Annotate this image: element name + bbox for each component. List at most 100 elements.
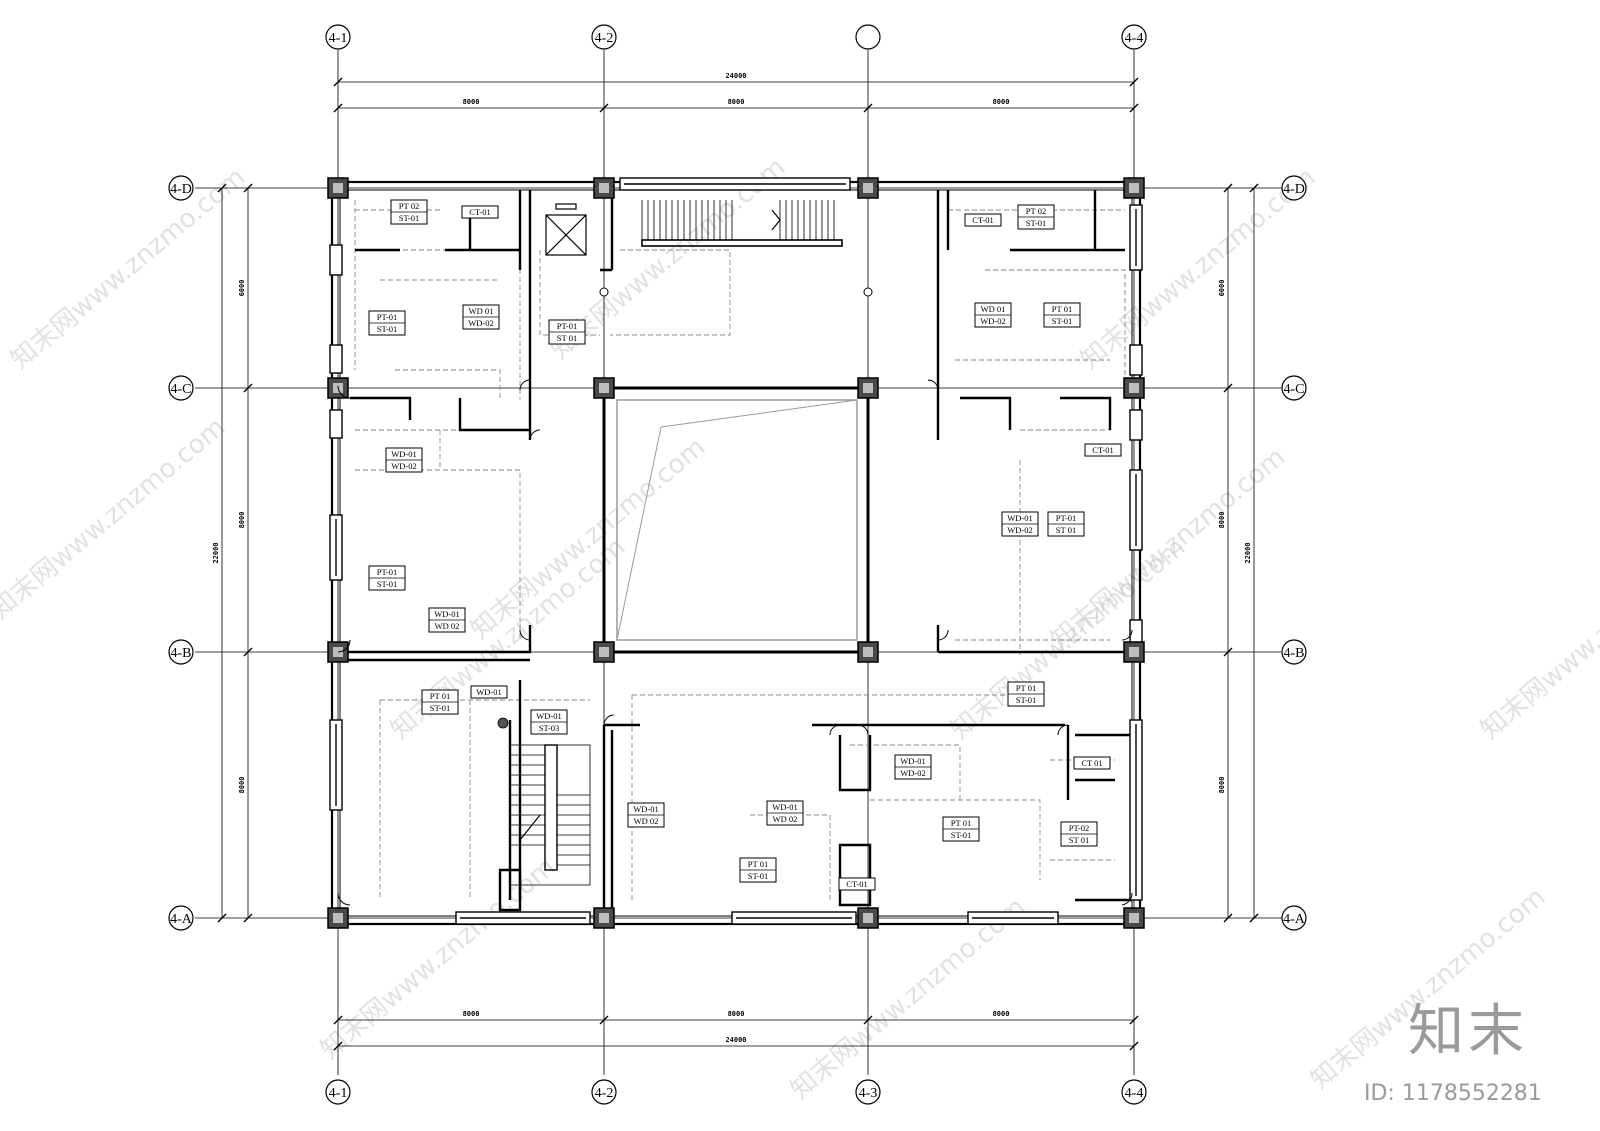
material-tag-code: ST-01 — [951, 830, 971, 840]
watermark-text: 知末网www.znzmo.com — [465, 432, 711, 645]
axis-label-left: 4-B — [171, 646, 192, 661]
small-fixtures — [599, 287, 873, 297]
material-tag-code: ST 01 — [557, 333, 577, 343]
material-tag-code: WD-02 — [468, 318, 494, 328]
dimension-text: 22000 — [212, 542, 220, 563]
material-tag-code: ST-01 — [377, 579, 397, 589]
material-tag-code: ST-01 — [748, 871, 768, 881]
axis-label-top: 4-2 — [595, 31, 614, 46]
door-swings — [337, 379, 1133, 906]
atrium-void — [602, 386, 870, 654]
material-tag-code: WD 02 — [773, 814, 798, 824]
material-tag-code: WD 01 — [981, 304, 1006, 314]
material-tag-code: WD-01 — [476, 687, 502, 697]
material-tag: CT-01 — [1084, 443, 1122, 457]
material-tag-code: PT-01 — [1056, 513, 1076, 523]
dimension-text: 8000 — [993, 98, 1010, 106]
windows — [329, 177, 1143, 925]
material-tag: CT-01 — [838, 877, 876, 891]
staircase-bottom — [497, 717, 591, 886]
dimension-text: 8000 — [463, 1010, 480, 1018]
material-tag-box — [1084, 443, 1122, 457]
material-tag: PT-01 ST 01 — [548, 319, 586, 345]
dimension-text: 24000 — [725, 72, 746, 80]
axis-label-right: 4-A — [1283, 912, 1306, 927]
axis-label-bottom: 4-1 — [329, 1086, 348, 1101]
material-tag: CT-01 — [964, 213, 1002, 227]
material-tag-code: PT-01 — [557, 321, 577, 331]
axis-label-right: 4-D — [1283, 182, 1305, 197]
material-tag-code: WD-02 — [1007, 525, 1033, 535]
material-tag-code: WD-01 — [434, 609, 460, 619]
axis-label-bottom: 4-3 — [859, 1086, 878, 1101]
material-tag: WD-01 WD 02 — [766, 800, 804, 826]
material-tag: PT 01 ST-01 — [1043, 302, 1081, 328]
material-tag-code: PT 01 — [748, 859, 768, 869]
material-tag-code: ST-03 — [539, 723, 559, 733]
material-tag-code: WD-02 — [391, 461, 417, 471]
material-tag-code: ST-01 — [1016, 695, 1036, 705]
corner-watermark: 知末 ID: 1178552281 — [1364, 999, 1542, 1106]
elevator-shaft — [545, 203, 587, 256]
material-tag-box — [461, 205, 499, 219]
dimension-text: 8000 — [1218, 777, 1226, 794]
material-tag-code: WD-01 — [772, 802, 798, 812]
material-tag-code: CT-01 — [972, 215, 993, 225]
material-tag-code: ST-01 — [399, 213, 419, 223]
axis-label-left: 4-D — [170, 182, 192, 197]
material-tag: PT 02 ST-01 — [390, 199, 428, 225]
dimension-ticks — [217, 77, 1259, 1051]
dimension-text: 8000 — [463, 98, 480, 106]
watermark-text: 知末网www.znzmo.com — [1475, 532, 1600, 745]
material-tag-code: PT 01 — [1052, 304, 1072, 314]
material-tag-code: WD-01 — [536, 711, 562, 721]
columns — [327, 177, 1145, 929]
dimension-text: 8000 — [238, 512, 246, 529]
axis-labels: 4-1 4-2 4-4 4-1 4-2 4-3 4-4 4-D 4-C 4-B … — [170, 31, 1306, 1101]
material-tag: PT 01 ST-01 — [421, 689, 459, 715]
material-tag: PT 01 ST-01 — [942, 816, 980, 842]
axis-label-right: 4-C — [1284, 382, 1305, 397]
material-tag-code: WD-01 — [1007, 513, 1033, 523]
column-cores — [333, 183, 1139, 923]
dimension-text: 8000 — [993, 1010, 1010, 1018]
material-tag-code: PT 02 — [399, 201, 419, 211]
axis-label-left: 4-C — [171, 382, 192, 397]
material-tag-code: ST-01 — [1026, 218, 1046, 228]
material-tag-code: CT-01 — [469, 207, 490, 217]
material-tag: WD-01 — [470, 685, 508, 699]
material-tag: PT 01 ST-01 — [739, 857, 777, 883]
watermark-text: 知末网www.znzmo.com — [315, 852, 561, 1065]
material-tag-code: ST-01 — [1052, 316, 1072, 326]
dimension-text: 8000 — [728, 98, 745, 106]
material-tag: WD-01 WD 02 — [428, 607, 466, 633]
material-tag-code: CT-01 — [1092, 445, 1113, 455]
dimension-texts: 24000 8000 8000 8000 8000 8000 8000 2400… — [212, 72, 1252, 1044]
material-tag: CT-01 — [461, 205, 499, 219]
material-tag-code: ST-01 — [430, 703, 450, 713]
material-tag: CT 01 — [1073, 756, 1111, 770]
material-tag-code: WD 02 — [435, 621, 460, 631]
brand-logo-text: 知末 — [1408, 999, 1528, 1064]
material-tag-box — [964, 213, 1002, 227]
dimension-text: 22000 — [1244, 542, 1252, 563]
watermark-text: 知末网www.znzmo.com — [945, 532, 1191, 745]
dimension-lines — [221, 81, 1255, 1047]
interior-walls — [340, 190, 1132, 912]
material-tag-code: WD-01 — [900, 756, 926, 766]
material-tag-code: PT 01 — [951, 818, 971, 828]
material-tag-code: PT 01 — [430, 691, 450, 701]
staircase-top — [641, 200, 843, 247]
axis-label-bottom: 4-4 — [1125, 1086, 1144, 1101]
axis-label-top: 4-4 — [1125, 31, 1144, 46]
watermark-text: 知末网www.znzmo.com — [0, 412, 231, 625]
